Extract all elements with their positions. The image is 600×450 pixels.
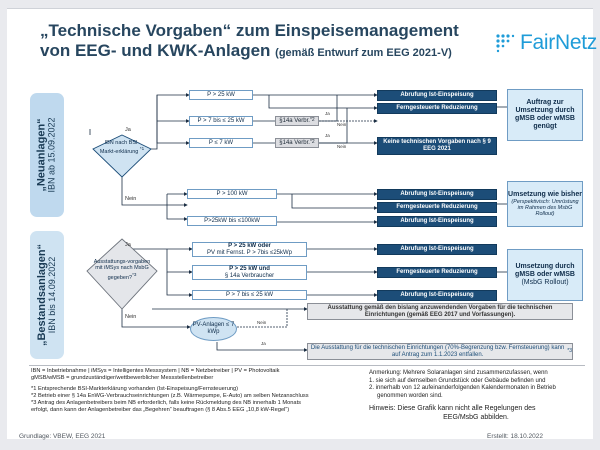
edge-mid — [166, 249, 193, 274]
box-ausstattung: Ausstattung gemäß den bislang anzuwenden… — [307, 303, 573, 320]
box-abruf-2: Abrufung Ist-Einspeisung — [377, 189, 497, 200]
legend-note3a: *3 Antrag des Anlagenbetreibers beim NB … — [31, 400, 301, 407]
title-subtitle: (gemäß Entwurf zum EEG 2021-V) — [275, 47, 452, 59]
result-3-main: Umsetzung durch gMSB oder wMSB — [515, 262, 575, 278]
slide: „Technische Vorgaben“ zum Einspeisemanag… — [7, 8, 597, 440]
edge-fern1 — [268, 95, 378, 110]
ja-label-14a1: Ja — [325, 111, 330, 116]
b-mid-b: § 14a Verbraucher — [224, 272, 275, 279]
anmerkung-1: Anmerkung: Mehrere Solaranlagen sind zus… — [369, 370, 548, 376]
box-b-mid: P > 25 kW und§ 14a Verbraucher — [192, 265, 307, 280]
box-regelung: Die Ausstattung für die technischen Einr… — [307, 343, 573, 360]
s14a-1-label: §14a Verbr. — [279, 117, 310, 124]
edge-pv-nein — [237, 309, 288, 328]
nein-label-2: Nein — [125, 314, 137, 320]
sidebar-bestandsanlagen: „Bestandsanlagen“IBN bis 14.09.2022 — [30, 231, 64, 359]
box-14a-1: §14a Verbr.*2 — [275, 116, 319, 126]
decision1-text: IBN nach BSI-Markt-erklärung *1 — [99, 140, 145, 155]
decision1-sup: *1 — [139, 146, 145, 152]
result-2-sub: (Perspektivisch: Umrüstung im Rahmen des… — [511, 198, 579, 218]
anmerkung-4: genommen worden sind. — [377, 393, 443, 400]
edge-nein2 — [121, 309, 191, 329]
box-keine: Keine technischen Vorgaben nach § 9 EEG … — [377, 137, 497, 155]
result-3-sub: (MsbG Rollout) — [521, 279, 569, 287]
box-b-7-25: P > 7 bis ≤ 25 kW — [192, 290, 307, 300]
legend-line2: gMSB/wMSB = grundzuständiger/wettbewerbl… — [31, 375, 214, 382]
result-2-main: Umsetzung wie bisher — [508, 190, 582, 198]
edge-fern2 — [291, 194, 378, 210]
b-gt25-b: PV mit Fernst. P > 7bis ≤25kWp — [206, 249, 293, 256]
box-14a-2: §14a Verbr.*2 — [275, 138, 319, 148]
b-gt25-a: P > 25 kW oder — [228, 242, 271, 249]
box-abruf-5: Abrufung Ist-Einspeisung — [377, 290, 497, 301]
sidebar-neuanlagen: „Neuanlagen“IBN ab 15.09.2022 — [30, 93, 64, 217]
page-title-line2: von EEG- und KWK-Anlagen (gemäß Entwurf … — [40, 41, 452, 61]
box-p-7-25: P > 7 bis ≤ 25 kW — [189, 116, 253, 126]
decision-diamond-1 — [92, 134, 152, 178]
title-line2-main: von EEG- und KWK-Anlagen — [40, 41, 271, 60]
box-p-gt-100: P > 100 kW — [187, 189, 277, 199]
decision1-label: IBN nach BSI-Markt-erklärung — [99, 140, 140, 156]
edge-25-100 — [166, 194, 188, 221]
box-p-le-7: P ≤ 7 kW — [189, 138, 253, 148]
nein-label-pv: Nein — [257, 320, 267, 325]
legend-divider — [29, 365, 585, 366]
decision2-text: Ausstattungs-vorgaben mit iMSys nach Msb… — [93, 259, 151, 281]
result-1: Auftrag zur Umsetzung durch gMSB oder wM… — [507, 89, 583, 141]
legend-note2: *2 Betrieb einer § 14a EnWG-Verbrauchsei… — [31, 392, 309, 399]
anmerkung-3: 2. innerhalb von 12 aufeinanderfolgenden… — [369, 385, 556, 392]
logo: FairNetz — [494, 31, 597, 55]
edge-ja2 — [121, 239, 193, 251]
ja-label-1: Ja — [125, 127, 131, 133]
edge-b-7-25 — [166, 272, 193, 297]
s14a-2-label: §14a Verbr. — [279, 139, 310, 146]
anmerkung-2: 1. sie sich auf demselben Grundstück ode… — [369, 377, 546, 384]
ja-label-14a2: Ja — [325, 133, 330, 138]
nein-label-14a1: Nein — [337, 122, 347, 127]
box-p-25-100: P>25kW bis ≤100kW — [187, 216, 277, 226]
nein-label-1: Nein — [125, 196, 137, 202]
box-p-gt-25: P > 25 kW — [189, 90, 253, 100]
footer-right: Erstellt: 18.10.2022 — [487, 433, 544, 440]
regelung-sup: *3 — [567, 347, 572, 354]
fairnetz-logo-icon — [496, 34, 515, 53]
legend-note1: *1 Entsprechende BSI-Markterklärung vorh… — [31, 385, 239, 392]
legend-right: Anmerkung: Mehrere Solaranlagen sind zus… — [369, 370, 583, 423]
hinweis-2: EEG/MsbG abbilden. — [443, 413, 509, 421]
box-abruf-4: Abrufung Ist-Einspeisung — [377, 244, 497, 255]
regelung-text: Die Ausstattung für die technischen Einr… — [310, 344, 565, 358]
b-mid-a: P > 25 kW und — [229, 265, 270, 272]
hinweis-1: Hinweis: Diese Grafik kann nicht alle Re… — [369, 404, 536, 412]
nein-label-14a2: Nein — [337, 144, 347, 149]
s14a-2-sup: *2 — [309, 139, 315, 146]
flow-connectors — [86, 93, 507, 352]
legend-left: IBN = Inbetriebnahme | iMSys = Intellige… — [31, 368, 361, 415]
box-fern-1: Ferngesteuerte Reduzierung — [377, 103, 497, 114]
box-fern-2: Ferngesteuerte Reduzierung — [377, 202, 497, 213]
box-fern-4: Ferngesteuerte Reduzierung — [377, 267, 497, 278]
edge-nein1 — [121, 177, 188, 207]
edge-le7 — [156, 95, 190, 145]
decision2-sup: *3 — [132, 271, 137, 277]
decision-diamond-2 — [86, 238, 158, 310]
decision2-label: Ausstattungs-vorgaben mit iMSys nach Msb… — [93, 259, 151, 281]
box-pv-anlagen: PV-Anlagen ≤ 7 kWp — [190, 317, 237, 341]
footer-left: Grundlage: VBEW, EEG 2021 — [19, 433, 106, 440]
page-title: „Technische Vorgaben“ zum Einspeisemanag… — [40, 21, 459, 40]
s14a-1-sup: *2 — [309, 117, 315, 124]
box-abruf-3: Abrufung Ist-Einspeisung — [377, 216, 497, 227]
result-2: Umsetzung wie bisher(Perspektivisch: Umr… — [507, 181, 583, 227]
ja-label-2: Ja — [125, 242, 131, 248]
box-abruf-1: Abrufung Ist-Einspeisung — [377, 90, 497, 101]
edge-pv-ja — [216, 342, 308, 352]
ja-label-pv: Ja — [261, 341, 266, 346]
result-3: Umsetzung durch gMSB oder wMSB(MsbG Roll… — [507, 249, 583, 301]
legend-note3b: erfolgt, dann kann der Anlagenbetreiber … — [31, 407, 290, 414]
legend-line1: IBN = Inbetriebnahme | iMSys = Intellige… — [31, 368, 280, 374]
logo-text: FairNetz — [520, 31, 597, 54]
